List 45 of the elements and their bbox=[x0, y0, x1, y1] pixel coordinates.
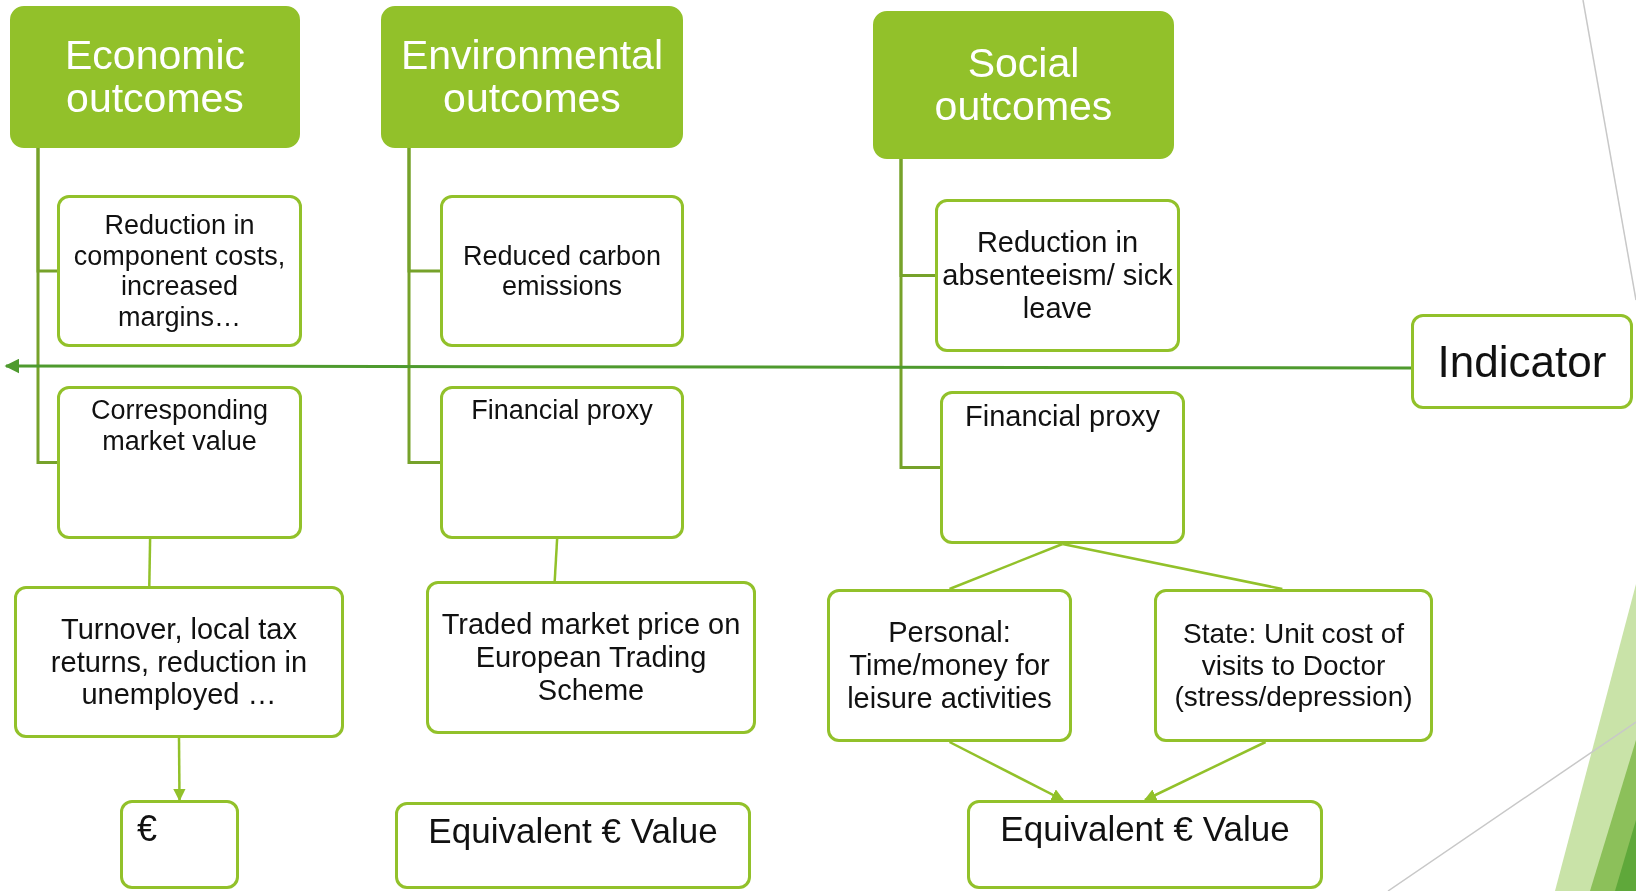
box-text: Traded market price on European Trading Scheme bbox=[440, 608, 742, 707]
process-box bbox=[1154, 589, 1433, 742]
connector-line bbox=[553, 538, 559, 582]
box-text: Financial proxy bbox=[965, 400, 1160, 433]
box-text: Equivalent € Value bbox=[1000, 809, 1290, 849]
box-text: Reduction in absenteeism/ sick leave bbox=[942, 226, 1173, 325]
connector-line bbox=[36, 148, 57, 464]
connector-line bbox=[1062, 542, 1283, 591]
header-box bbox=[381, 6, 683, 148]
header-box bbox=[10, 6, 300, 148]
process-box bbox=[440, 386, 684, 539]
process-box bbox=[827, 589, 1072, 742]
process-box bbox=[967, 800, 1323, 889]
header-text: Environmental outcomes bbox=[399, 33, 665, 121]
arrow bbox=[1143, 740, 1267, 802]
process-box bbox=[395, 802, 751, 889]
box-text: Financial proxy bbox=[471, 395, 653, 426]
arrow bbox=[4, 358, 1411, 374]
box-text: Personal: Time/money for leisure activities bbox=[846, 616, 1053, 715]
process-box bbox=[57, 195, 302, 347]
process-box bbox=[1411, 314, 1633, 409]
box-text: Reduced carbon emissions bbox=[461, 240, 663, 302]
process-box bbox=[14, 586, 344, 738]
process-box bbox=[440, 195, 684, 347]
box-text: Turnover, local tax returns, reduction in unemployed … bbox=[49, 612, 309, 712]
box-text: Reduction in component costs, increased margins… bbox=[72, 210, 287, 332]
connector-line bbox=[148, 538, 152, 587]
process-box bbox=[57, 386, 302, 539]
header-text: Economic outcomes bbox=[64, 33, 246, 121]
box-text: € bbox=[137, 809, 158, 850]
header-box bbox=[873, 11, 1174, 159]
process-box bbox=[120, 800, 239, 889]
process-box bbox=[935, 199, 1180, 352]
box-text: Equivalent € Value bbox=[428, 811, 718, 851]
process-box bbox=[940, 391, 1185, 544]
connector-line bbox=[949, 542, 1063, 591]
box-text: Indicator bbox=[1437, 336, 1607, 387]
box-text: Corresponding market value bbox=[89, 395, 270, 456]
arrow bbox=[173, 738, 186, 802]
box-text: State: Unit cost of visits to Doctor (stress/depression) bbox=[1173, 618, 1414, 713]
connector-line bbox=[407, 148, 440, 464]
process-box bbox=[426, 581, 756, 734]
header-text: Social outcomes bbox=[933, 41, 1114, 129]
connector-line bbox=[899, 159, 940, 469]
arrow bbox=[948, 740, 1065, 802]
